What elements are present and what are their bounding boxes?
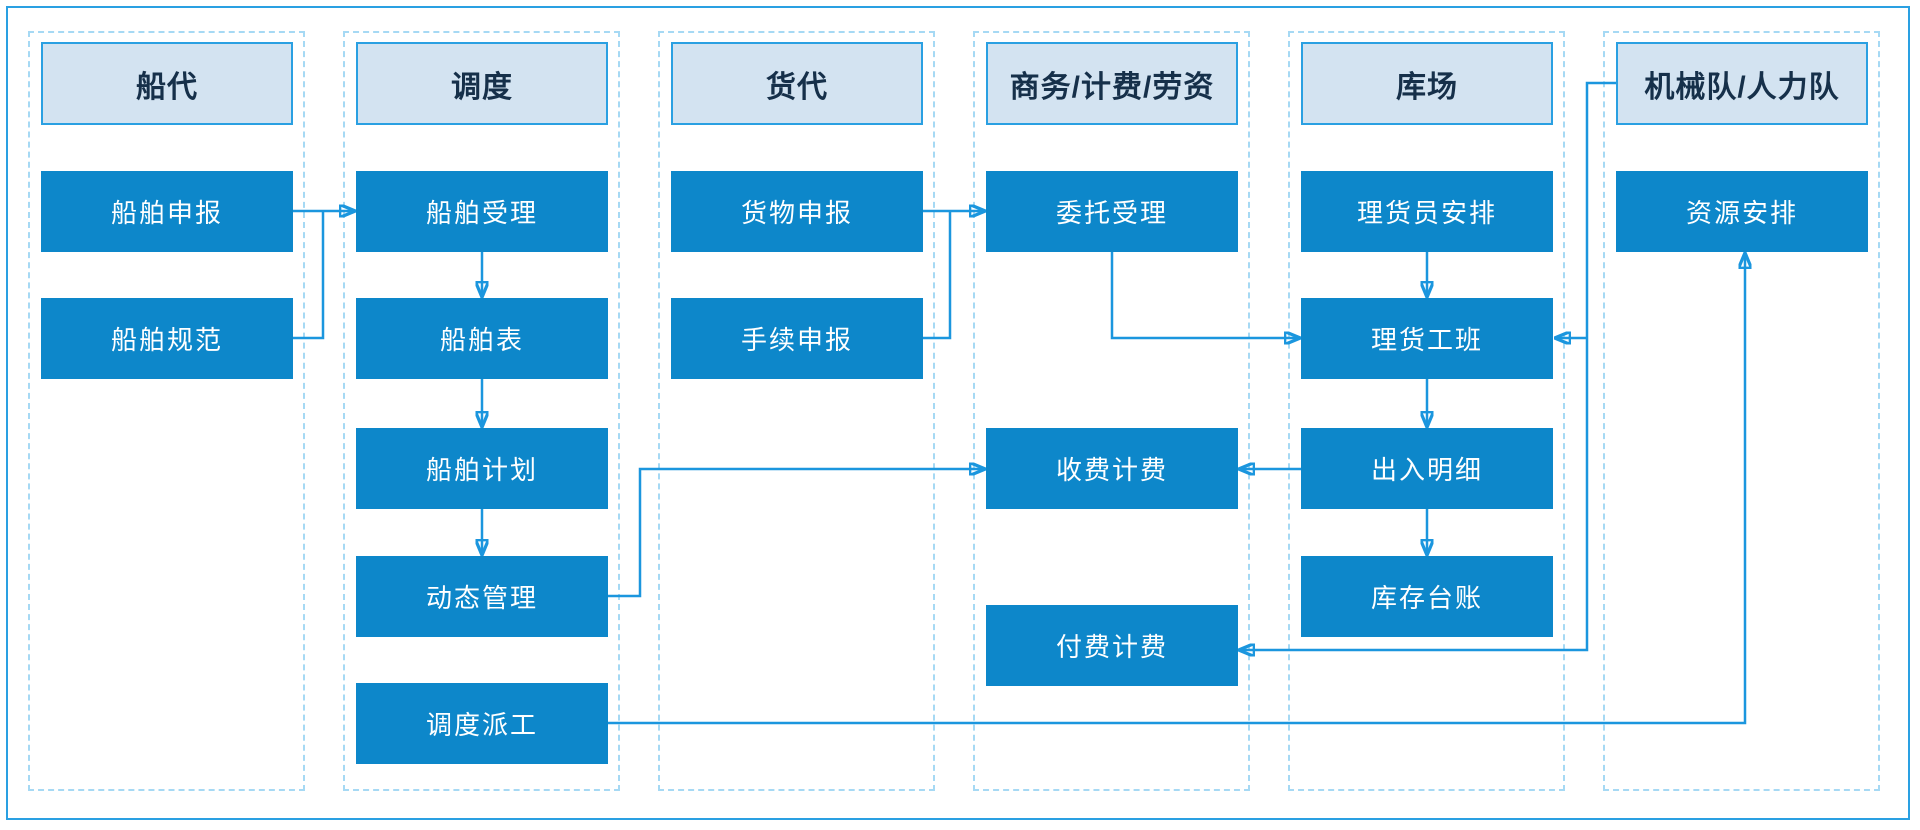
lane-header-dispatch: 调度	[356, 42, 608, 125]
node-tally-work-shift: 理货工班	[1301, 298, 1553, 379]
node-ship-specification: 船舶规范	[41, 298, 293, 379]
lane-header-commerce-billing-labor: 商务/计费/劳资	[986, 42, 1238, 125]
lane-machinery-manpower	[1603, 31, 1880, 791]
node-dynamic-management: 动态管理	[356, 556, 608, 637]
lane-yard	[1288, 31, 1565, 791]
node-ship-plan: 船舶计划	[356, 428, 608, 509]
lane-header-freight-forwarder: 货代	[671, 42, 923, 125]
node-ship-acceptance: 船舶受理	[356, 171, 608, 252]
node-resource-arrangement: 资源安排	[1616, 171, 1868, 252]
node-procedure-declaration: 手续申报	[671, 298, 923, 379]
node-cargo-declaration: 货物申报	[671, 171, 923, 252]
lane-dispatch	[343, 31, 620, 791]
node-payment-billing: 付费计费	[986, 605, 1238, 686]
node-inout-details: 出入明细	[1301, 428, 1553, 509]
diagram-outer-border	[6, 6, 1910, 820]
node-tally-clerk-arrangement: 理货员安排	[1301, 171, 1553, 252]
lane-header-yard: 库场	[1301, 42, 1553, 125]
lane-header-machinery-manpower: 机械队/人力队	[1616, 42, 1868, 125]
node-inventory-ledger: 库存台账	[1301, 556, 1553, 637]
lane-header-ship-agent: 船代	[41, 42, 293, 125]
node-dispatch-assignment: 调度派工	[356, 683, 608, 764]
node-charge-billing: 收费计费	[986, 428, 1238, 509]
node-commission-acceptance: 委托受理	[986, 171, 1238, 252]
lane-ship-agent	[28, 31, 305, 791]
node-ship-table: 船舶表	[356, 298, 608, 379]
lane-freight-forwarder	[658, 31, 935, 791]
node-ship-declaration: 船舶申报	[41, 171, 293, 252]
